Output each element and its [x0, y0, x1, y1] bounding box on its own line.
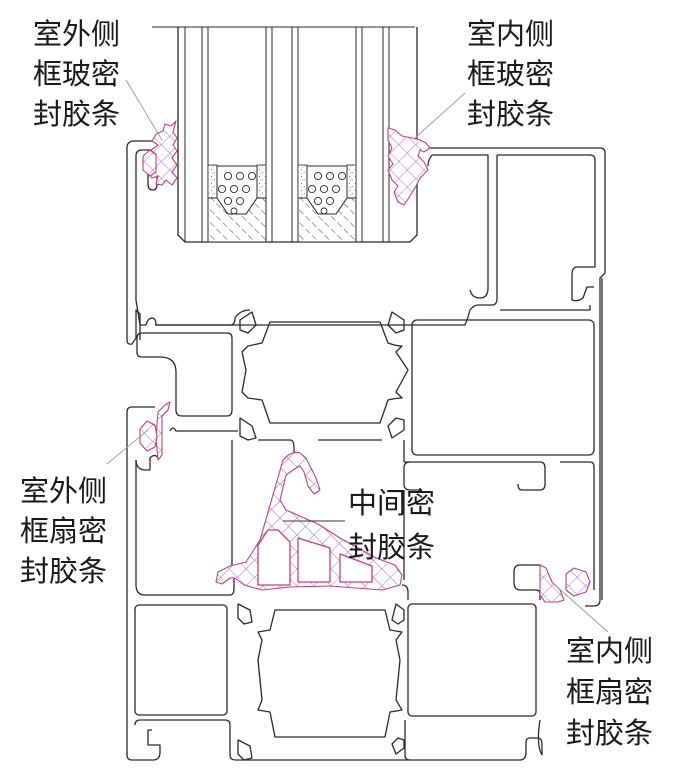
sealant-speckle	[297, 164, 308, 199]
frame-lower-chamber-top	[404, 461, 546, 491]
leader-lines	[106, 79, 609, 633]
frame-top-chamber-right	[497, 154, 596, 302]
label-middle-seal: 中间密 封胶条	[348, 486, 435, 564]
insulated-glass-unit	[152, 26, 418, 243]
label-line: 室外侧	[20, 474, 107, 508]
frame-lower-hook	[403, 461, 422, 491]
sash-outer-wall	[126, 140, 156, 345]
middle-gasket-chamber-2	[297, 537, 331, 583]
thermal-break-chamber-bottom	[257, 609, 403, 738]
inner-frame-sash-gasket	[539, 564, 565, 603]
profile-outlines	[126, 140, 606, 761]
leader-inner-frame-sash	[555, 585, 609, 633]
frame-right-outer	[425, 147, 606, 607]
sash-left-chamber	[136, 332, 233, 417]
sealant-speckle	[207, 164, 218, 199]
frame-bottom-edge	[250, 737, 543, 761]
thermal-strip-hooks-bottom-top	[237, 603, 405, 625]
frame-mullion	[478, 155, 498, 306]
frame-top-hook	[135, 454, 159, 471]
outer-frame-sash-gasket-insert	[139, 420, 158, 452]
sealant-speckle	[256, 164, 267, 199]
label-line: 封胶条	[20, 554, 107, 588]
frame-bottom-right-top	[401, 564, 541, 600]
label-line: 框玻密	[467, 57, 554, 91]
leader-inner-frame-glass	[414, 92, 466, 139]
frame-top-chamber-left	[427, 154, 489, 299]
sash-bottom-bar	[169, 427, 382, 465]
frame-inner-wall	[135, 460, 235, 596]
frame-bottom-left-chamber	[134, 604, 228, 716]
middle-gasket-chamber-1	[257, 529, 291, 586]
frame-lower-chamber-right	[560, 461, 595, 590]
outer-frame-sash-gasket	[155, 401, 171, 461]
label-line: 框扇密	[20, 514, 107, 548]
label-line: 封胶条	[467, 97, 554, 131]
label-inner-frame-sash-seal: 室内侧 框扇密 封胶条	[566, 634, 653, 750]
leader-outer-frame-glass	[125, 79, 163, 141]
frame-bottom-left-lower	[134, 719, 250, 761]
spacer-right	[297, 164, 357, 243]
frame-bottom-right-chamber	[407, 603, 537, 717]
label-line: 框扇密	[566, 675, 653, 709]
label-line: 室内侧	[566, 634, 653, 668]
middle-gasket-chamber-3	[339, 553, 373, 583]
label-inner-frame-glass-seal: 室内侧 框玻密 封胶条	[467, 17, 554, 131]
frame-outer-wall	[126, 406, 161, 761]
outer-glazing-bead	[135, 149, 162, 191]
label-line: 室内侧	[467, 17, 554, 51]
inner-frame-glass-gasket	[387, 127, 431, 206]
label-line: 框玻密	[33, 57, 120, 91]
label-outer-frame-sash-seal: 室外侧 框扇密 封胶条	[20, 474, 107, 588]
label-line: 封胶条	[348, 530, 435, 564]
outer-frame-glass-gasket-insert	[142, 149, 157, 177]
label-line: 封胶条	[33, 97, 120, 131]
label-line: 室外侧	[33, 17, 120, 51]
label-outer-frame-glass-seal: 室外侧 框玻密 封胶条	[33, 17, 120, 131]
thermal-strip-hooks-bottom	[239, 417, 405, 441]
label-line: 中间密	[348, 486, 435, 520]
leader-outer-frame-sash	[106, 429, 149, 465]
thermal-break-chamber-top	[241, 321, 409, 424]
thermal-strip-hooks-top	[239, 311, 405, 334]
frame-right-chamber	[411, 319, 595, 456]
thermal-strip-hooks-bottom-bottom	[237, 737, 405, 761]
label-line: 封胶条	[566, 716, 653, 750]
spacer-left	[207, 164, 267, 243]
sealant-speckle	[346, 164, 357, 199]
inner-frame-sash-gasket-insert	[565, 567, 591, 597]
frame-horizontal-bar	[155, 304, 591, 326]
frame-bottom-right-sides	[404, 719, 543, 761]
